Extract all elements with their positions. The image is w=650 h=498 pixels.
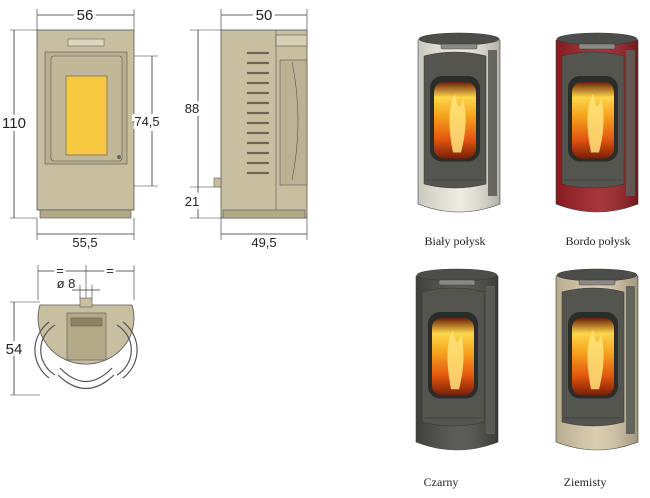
side-height-21-label: 21 <box>185 194 199 209</box>
side-base-depth-label: 49,5 <box>251 235 276 250</box>
variant-caption-bordo: Bordo połysk <box>565 234 630 248</box>
variant-caption-bialy: Biały połysk <box>424 234 485 248</box>
stove-ziemisty <box>555 268 639 451</box>
stove-variants <box>415 32 639 451</box>
front-base-width-label: 55,5 <box>72 235 97 250</box>
variant-caption-ziemisty: Ziemisty <box>564 475 607 489</box>
top-depth-label: 54 <box>6 341 23 358</box>
stove-bordo <box>555 32 639 213</box>
front-glass <box>65 75 108 156</box>
front-inner-height-label: 74,5 <box>134 114 159 129</box>
top-flue-diameter-label: ø 8 <box>57 276 76 291</box>
front-total-height-label: 110 <box>2 115 26 132</box>
side-vent-slots <box>247 51 269 175</box>
top-view-drawing: = = ø 8 54 <box>3 261 138 396</box>
front-top-grill <box>67 38 105 47</box>
side-depth-label: 50 <box>256 7 273 24</box>
front-view-drawing: 56 110 74,5 55,5 <box>0 4 163 250</box>
top-equal-right-label: = <box>106 263 114 278</box>
stove-bialy <box>417 32 501 213</box>
side-view-drawing: 50 88 21 <box>182 4 308 250</box>
front-width-label: 56 <box>77 7 94 24</box>
stove-czarny <box>415 268 499 451</box>
top-equal-left-label: = <box>56 263 64 278</box>
side-height-88-label: 88 <box>185 101 199 116</box>
variant-caption-czarny: Czarny <box>424 475 459 489</box>
